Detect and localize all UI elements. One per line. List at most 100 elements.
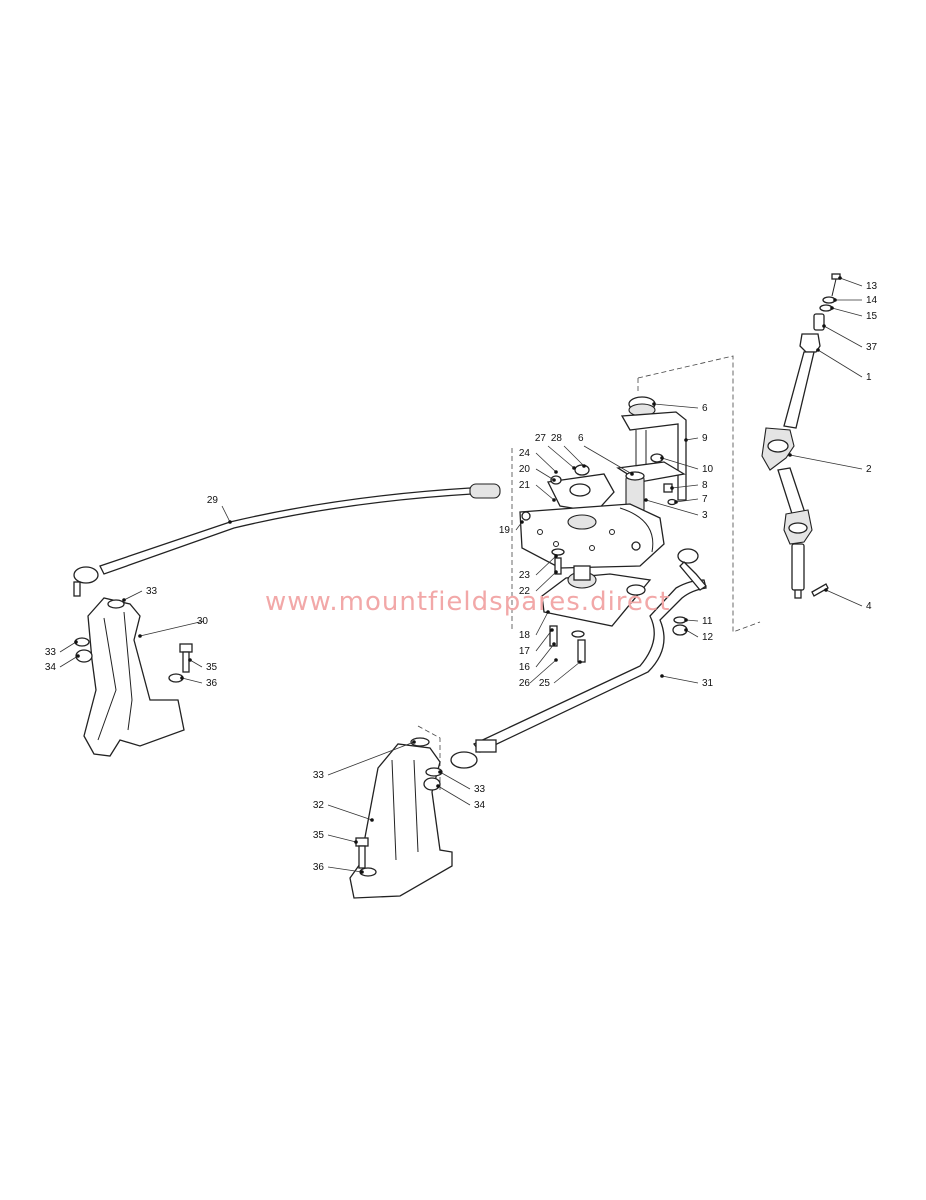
leader-dot [684,618,688,622]
leader-dot [838,276,842,280]
leader-line [327,834,357,843]
leader-dot [76,654,80,658]
watermark: www.mountfieldspares.direct [265,587,670,617]
leader-dot [670,486,674,490]
leader-line [59,655,79,668]
callout-30: 30 [197,616,209,627]
steering-column [761,273,841,599]
callout-17: 17 [519,646,531,657]
callout-13: 13 [866,281,878,292]
callout-6: 6 [578,433,584,444]
callout-34: 34 [474,800,486,811]
leader-line [327,866,363,873]
leader-dot [552,498,556,502]
leader-line [139,620,205,637]
leader-line [59,641,77,653]
callout-28: 28 [551,433,563,444]
callout-32: 32 [313,800,325,811]
leader-dot [520,520,524,524]
leader-line [535,468,555,481]
leader-dot [74,640,78,644]
callout-33: 33 [474,784,486,795]
leader-dot [360,870,364,874]
leader-dot [552,642,556,646]
leader-dot [684,438,688,442]
callout-29: 29 [207,495,219,506]
callout-33: 33 [146,586,158,597]
leader-line [789,454,863,470]
callout-34: 34 [45,662,57,673]
leader-line [823,325,863,348]
callout-35: 35 [206,662,218,673]
leader-line [181,677,203,684]
callout-18: 18 [519,630,531,641]
leader-dot [138,634,142,638]
pedestal-32 [349,725,453,899]
leader-dot [660,456,664,460]
callout-11: 11 [702,616,713,627]
leader-dot [830,306,834,310]
leader-line [535,555,557,576]
leader-line [661,675,699,684]
leader-dot [652,402,656,406]
leader-line [839,277,863,287]
leader-line [645,499,699,516]
leader-dot [188,658,192,662]
callout-27: 27 [535,433,547,444]
leader-line [653,403,699,409]
pedestal-30 [74,597,193,757]
callout-20: 20 [519,464,531,475]
callout-8: 8 [702,480,708,491]
leader-line [535,571,557,592]
leader-line [661,457,699,470]
leader-line [825,589,863,607]
callout-23: 23 [519,570,531,581]
leader-dot [660,674,664,678]
leader-dot [412,740,416,744]
leader-dot [180,676,184,680]
leader-line [831,307,863,317]
callout-21: 21 [519,480,531,491]
leader-dot [554,470,558,474]
leader-line [685,437,699,441]
leader-line [675,498,699,503]
callout-4: 4 [866,601,872,612]
callout-37: 37 [866,342,878,353]
leader-line [671,484,699,489]
callout-36: 36 [206,678,218,689]
leader-line [123,590,143,601]
leader-line [535,611,549,636]
leader-dot [550,628,554,632]
callout-6: 6 [702,403,708,414]
callout-15: 15 [866,311,878,322]
leader-line [583,445,633,475]
leader-dot [630,472,634,476]
leader-dot [370,818,374,822]
leader-dot [644,498,648,502]
leader-dot [228,520,232,524]
callout-36: 36 [313,862,325,873]
callout-24: 24 [519,448,531,459]
leader-dot [354,840,358,844]
leader-line [221,505,231,523]
leader-dot [554,658,558,662]
leader-dot [822,324,826,328]
leader-line [327,804,373,821]
leader-line [563,445,585,467]
leader-line [547,445,575,469]
leader-dot [552,478,556,482]
tie-rod-31 [450,548,707,769]
leader-line [553,661,581,684]
callout-2: 2 [866,464,872,475]
callout-12: 12 [702,632,714,643]
leader-line [189,659,203,668]
callout-33: 33 [313,770,325,781]
assembly-outline [511,355,761,633]
callout-33: 33 [45,647,57,658]
callout-3: 3 [702,510,708,521]
leader-dot [554,570,558,574]
callout-31: 31 [702,678,714,689]
leader-line [535,452,557,473]
leader-dot [824,588,828,592]
